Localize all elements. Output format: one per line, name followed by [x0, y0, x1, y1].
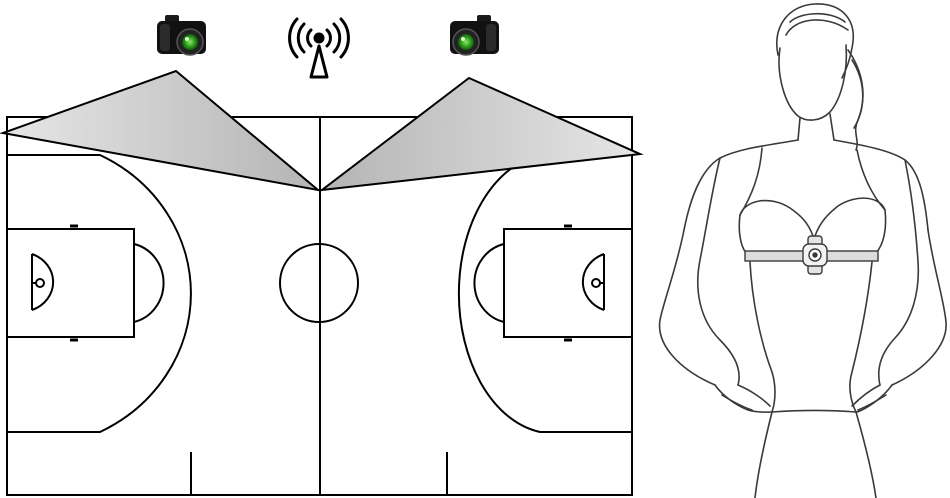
chest-strap-sensor-icon: [802, 235, 828, 275]
left-key: [6, 228, 135, 338]
right-key: [503, 228, 633, 338]
left-camera-field-of-view: [0, 69, 322, 192]
right-restricted-arc: [581, 253, 605, 311]
basketball-court: [6, 116, 633, 496]
right-three-point-line: [457, 154, 632, 433]
athlete-figure: [658, 3, 947, 498]
left-hoop: [35, 278, 45, 288]
right-hoop: [591, 278, 601, 288]
wireless-antenna-icon: [288, 17, 350, 79]
right-camera-lens: [458, 34, 474, 50]
center-circle: [279, 243, 359, 323]
left-restricted-arc: [31, 253, 55, 311]
face: [778, 44, 848, 121]
hair: [776, 3, 854, 79]
left-free-throw-arc: [133, 243, 165, 323]
left-camera-icon: [157, 15, 206, 56]
right-free-throw-arc: [473, 243, 505, 323]
right-camera-icon: [450, 15, 499, 56]
left-camera-lens: [182, 34, 198, 50]
left-three-point-line: [7, 154, 192, 433]
right-camera-field-of-view: [318, 76, 644, 192]
